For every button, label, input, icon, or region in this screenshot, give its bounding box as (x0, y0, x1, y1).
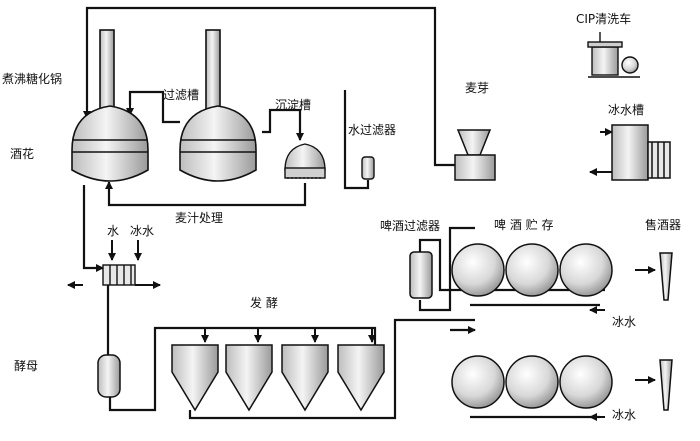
beer-filter (409, 251, 433, 299)
lauter-tun-chimney (205, 29, 221, 116)
label-ice-water-in: 冰水 (130, 224, 155, 238)
kettle-drain-pipe (82, 185, 104, 272)
label-brew-kettle: 煮沸糖化锅 (2, 72, 63, 86)
storage-tank-lower-2 (505, 355, 559, 409)
storage-tank-upper-3 (559, 243, 613, 297)
dispensers (659, 252, 673, 411)
label-water-filter: 水过滤器 (348, 123, 397, 137)
label-yeast: 酵母 (14, 359, 39, 373)
label-ice-water-upper: 冰水 (612, 315, 637, 329)
label-hops: 酒花 (10, 147, 35, 161)
yeast-to-fermenter-pipe (108, 326, 377, 412)
wort-cooler (102, 264, 136, 286)
storage-tank-upper-2 (505, 243, 559, 297)
water-filter-pipe (343, 90, 370, 190)
dispenser-upper (659, 252, 673, 301)
wort-return-pipe (105, 181, 307, 207)
label-beer-storage: 啤 酒 贮 存 (494, 218, 554, 232)
dispenser-lower (659, 359, 673, 411)
lauter-to-settling-pipe (262, 108, 302, 140)
fermenter-out-pipe (188, 318, 475, 420)
label-dispenser: 售酒器 (645, 218, 682, 232)
label-beer-filter: 啤酒过滤器 (380, 219, 441, 233)
label-ice-water-lower: 冰水 (612, 408, 637, 422)
settling-tank (284, 143, 326, 179)
label-ice-water-tank: 冰水槽 (608, 103, 645, 117)
cip-cart (587, 32, 640, 78)
storage-tank-lower-3 (559, 355, 613, 409)
brew-kettle-chimney (99, 29, 115, 116)
malt-mill (454, 129, 496, 181)
label-wort-treatment: 麦汁处理 (175, 211, 224, 225)
brew-kettle (71, 29, 149, 182)
lauter-tun (179, 29, 257, 182)
pipelines (82, 6, 605, 420)
yeast-tank (97, 354, 121, 398)
fermenter-4 (337, 344, 385, 412)
beer-filter-feed-pipe (418, 226, 475, 312)
fermenter-2 (225, 344, 273, 412)
label-cip-cart: CIP清洗车 (576, 12, 632, 26)
water-filter (361, 156, 375, 180)
storage-tanks (451, 243, 613, 409)
fermenters (171, 344, 385, 412)
ice-water-tank (611, 124, 671, 181)
fermenter-3 (281, 344, 329, 412)
label-fermentation: 发 酵 (250, 296, 278, 310)
label-malt: 麦芽 (465, 81, 490, 95)
storage-tank-upper-1 (451, 243, 505, 297)
label-settling-tank: 沉淀槽 (275, 98, 312, 112)
label-lauter-tun: 过滤槽 (163, 88, 200, 102)
malt-pipe (85, 6, 455, 167)
storage-tank-lower-1 (451, 355, 505, 409)
fermenter-1 (171, 344, 219, 412)
label-water: 水 (107, 224, 120, 238)
kettle-to-lauter-pipe (128, 90, 180, 124)
